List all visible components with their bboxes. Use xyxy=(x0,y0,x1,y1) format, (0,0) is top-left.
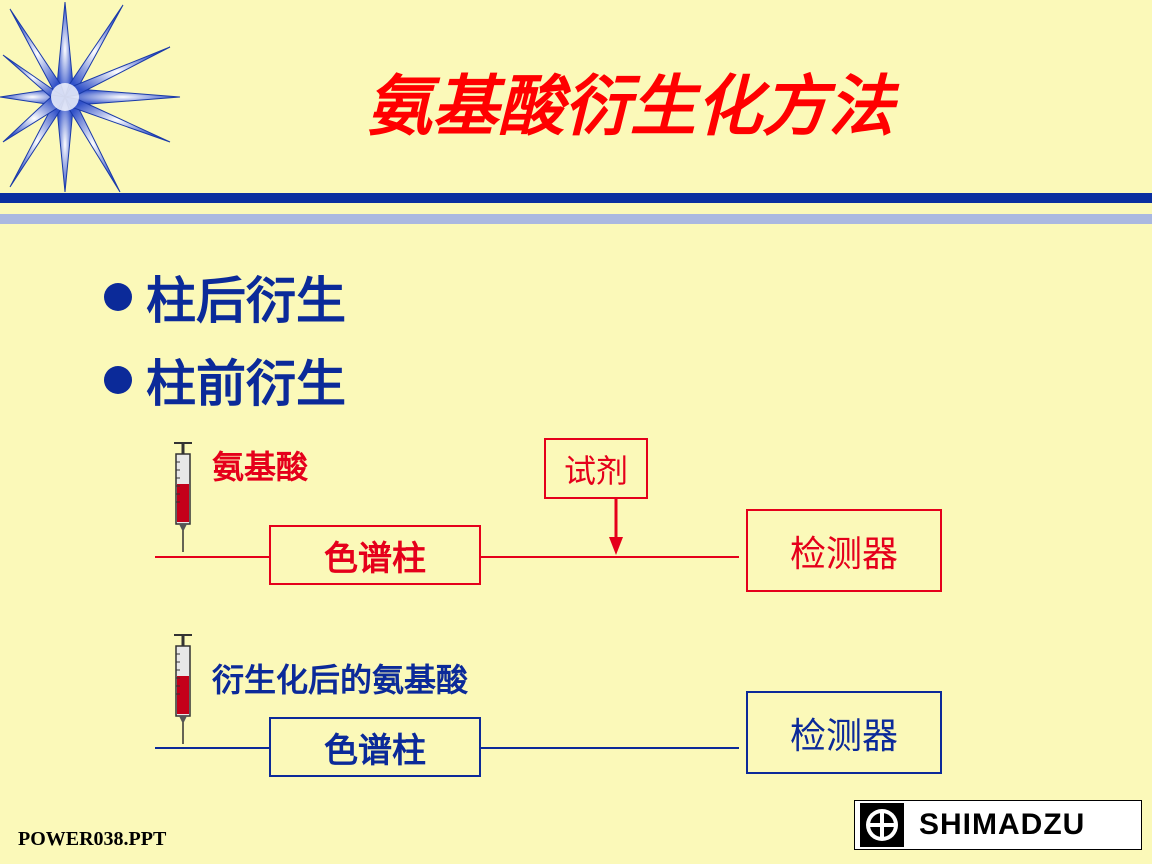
bullet-dot xyxy=(104,366,132,394)
bullet-pre-column: 柱前衍生 xyxy=(104,345,346,415)
flow-line xyxy=(155,747,270,749)
flow-line xyxy=(155,556,270,558)
shimadzu-logo: SHIMADZU xyxy=(854,800,1142,850)
slide-title: 氨基酸衍生化方法 xyxy=(366,68,894,145)
detector-label: 检测器 xyxy=(789,533,898,575)
shimadzu-logo-icon xyxy=(860,803,904,847)
bullet-text: 柱前衍生 xyxy=(146,355,346,413)
sample-label: 衍生化后的氨基酸 xyxy=(212,661,469,699)
detector-label: 检测器 xyxy=(789,715,898,757)
flow-line xyxy=(481,747,739,749)
column-box: 色谱柱 xyxy=(269,717,481,777)
flow-line xyxy=(481,556,739,558)
detector-box: 检测器 xyxy=(746,509,942,592)
sample-label: 氨基酸 xyxy=(212,448,309,486)
logo-text: SHIMADZU xyxy=(919,808,1086,841)
column-label: 色谱柱 xyxy=(324,538,426,579)
reagent-label: 试剂 xyxy=(563,451,628,490)
syringe-icon xyxy=(174,634,192,744)
footer-filename: POWER038.PPT xyxy=(18,828,167,850)
bullet-text: 柱后衍生 xyxy=(146,272,346,330)
star-icon xyxy=(0,1,181,193)
detector-box: 检测器 xyxy=(746,691,942,774)
title-divider-light xyxy=(0,214,1152,224)
column-label: 色谱柱 xyxy=(324,730,426,771)
column-box: 色谱柱 xyxy=(269,525,481,585)
reagent-box: 试剂 xyxy=(544,438,648,499)
bullet-dot xyxy=(104,283,132,311)
bullet-post-column: 柱后衍生 xyxy=(104,262,346,332)
syringe-icon xyxy=(174,442,192,552)
down-arrow-icon xyxy=(609,499,623,555)
title-divider-dark xyxy=(0,193,1152,203)
